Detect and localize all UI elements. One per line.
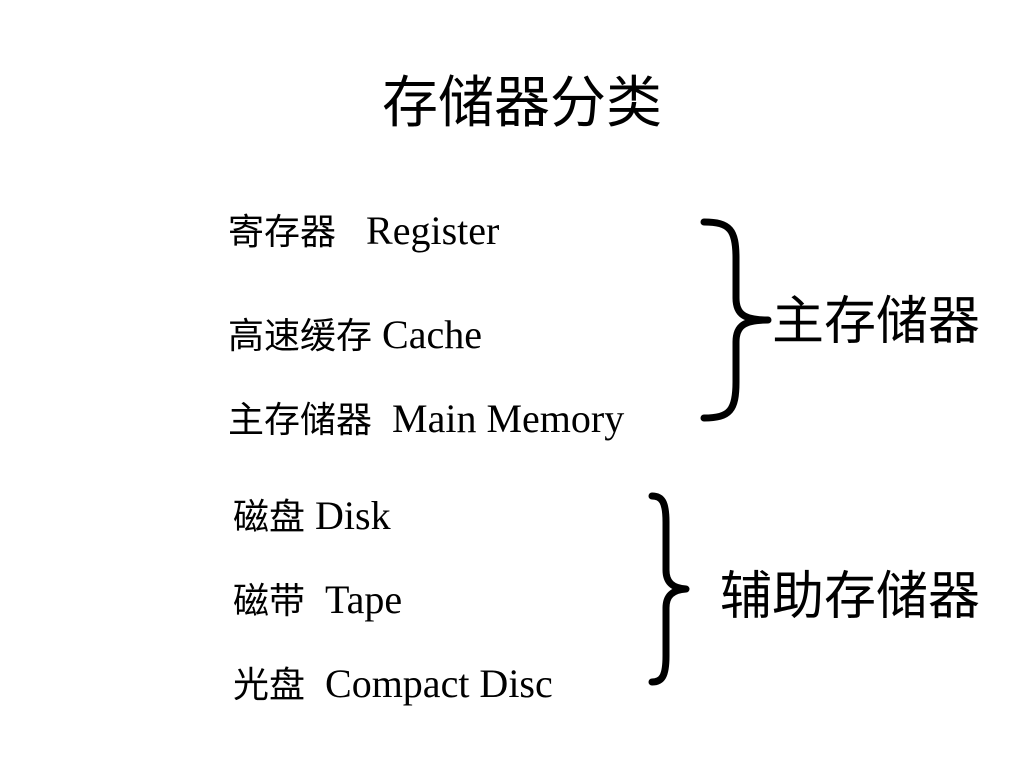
page-title: 存储器分类	[382, 73, 662, 135]
item-cn-label: 寄存器	[228, 212, 337, 253]
group-label-auxiliary-storage: 辅助存储器	[720, 567, 981, 627]
item-en-label: Disk	[315, 493, 391, 538]
item-cn-label: 磁带	[233, 581, 306, 622]
list-item-compact-disc: 光盘 Compact Disc	[233, 660, 553, 710]
list-item-main-memory: 主存储器 Main Memory	[228, 395, 624, 445]
item-cn-label: 高速缓存	[228, 316, 373, 357]
item-cn-label: 主存储器	[228, 400, 373, 441]
list-item-register: 寄存器 Register	[228, 207, 499, 257]
right-brace-icon	[700, 218, 772, 422]
list-item-cache: 高速缓存 Cache	[228, 311, 482, 361]
item-en-label: Main Memory	[392, 396, 625, 441]
item-cn-label: 光盘	[233, 665, 306, 706]
group-label-main-storage: 主存储器	[772, 292, 981, 352]
item-en-label: Tape	[325, 577, 403, 622]
list-item-disk: 磁盘 Disk	[233, 492, 391, 542]
right-brace-icon	[648, 492, 690, 686]
item-en-label: Cache	[382, 312, 482, 357]
item-cn-label: 磁盘	[233, 497, 306, 538]
item-en-label: Compact Disc	[325, 661, 553, 706]
item-en-label: Register	[366, 208, 500, 253]
list-item-tape: 磁带 Tape	[233, 576, 402, 626]
